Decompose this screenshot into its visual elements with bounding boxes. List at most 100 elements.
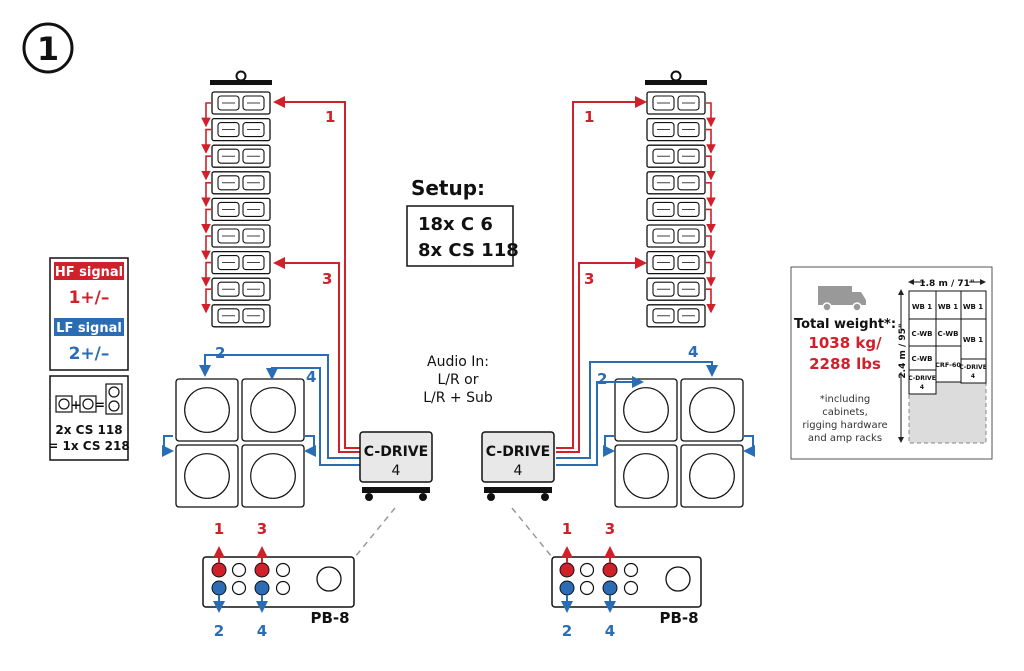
- leader-right: [511, 507, 553, 558]
- cable-sub-link-right-a: [603, 435, 615, 457]
- cable-sub-link-left-b: [304, 435, 316, 457]
- lf-label: LF signal: [56, 321, 122, 336]
- note-line-2: cabinets,: [822, 407, 868, 418]
- cable-hf-3-left: [273, 257, 360, 453]
- audio-in-line-1: Audio In:: [427, 354, 489, 370]
- note-line-3: rigging hardware: [802, 420, 887, 431]
- load-cdrive-b: [960, 358, 987, 384]
- cs-line-1: 2x CS 118: [55, 423, 122, 437]
- total-weight-label: Total weight*:: [794, 317, 896, 332]
- array-link-cable: [706, 182, 716, 207]
- subwoofer-cabinet: [241, 378, 305, 442]
- amp-name-right: C-DRIVE: [486, 444, 550, 460]
- setup-line-1: 18x C 6: [418, 214, 493, 235]
- rigging-shackle: [670, 70, 682, 82]
- line-array-cabinet: [646, 144, 716, 181]
- array-link-cable: [706, 235, 716, 261]
- load-cwb-c: [908, 345, 937, 371]
- array-link-cable: [706, 288, 716, 314]
- line-array-cabinet: [646, 277, 716, 314]
- load-cdrive-a-num: 4: [920, 384, 924, 391]
- lf-value: 2+/–: [69, 344, 110, 364]
- pb8-panel-right: 1 3 2 4 PB-8: [551, 520, 702, 640]
- load-cdrive-b-label: C-DRIVE: [959, 364, 987, 371]
- amp-name-left: C-DRIVE: [364, 444, 428, 460]
- cable-sub-link-right-b: [743, 435, 755, 457]
- panel-label-4-right: 4: [605, 622, 615, 640]
- transport-panel: Total weight*: 1038 kg/ 2288 lbs *includ…: [790, 266, 993, 460]
- array-link-cable: [706, 208, 716, 234]
- audio-in-label: Audio In: L/R or L/R + Sub: [423, 354, 493, 406]
- load-wb1-d-label: WB 1: [963, 336, 983, 344]
- line-array-cabinet: [201, 144, 271, 181]
- panel-label-1-right: 1: [562, 520, 572, 538]
- load-wb1-a: [908, 290, 937, 320]
- line-array-cabinet: [201, 197, 271, 234]
- leader-left: [354, 507, 396, 558]
- step-badge: 1: [22, 22, 74, 74]
- load-cwb-c-label: C-WB: [912, 355, 933, 363]
- load-wb1-c-label: WB 1: [963, 303, 983, 311]
- cables-left: [162, 96, 360, 466]
- pb8-panel-left: 1 3 2 4 PB-8: [202, 520, 355, 640]
- line-array-cabinet: [646, 224, 716, 261]
- line-array-cabinet: [646, 117, 716, 154]
- weight-kg: 1038 kg/: [808, 334, 882, 352]
- line-array-cabinet: [201, 171, 271, 207]
- line-array-cabinet: [646, 171, 716, 207]
- step-number: 1: [37, 30, 59, 68]
- panel-label-1-left: 1: [214, 520, 224, 538]
- cable-hf-1-right: [556, 96, 647, 449]
- label-3-right: 3: [584, 270, 594, 288]
- line-array-cabinet: [201, 224, 271, 261]
- hf-label: HF signal: [55, 265, 123, 280]
- load-crf-label: CRF-60: [935, 361, 961, 369]
- height-label: 2.4 m / 95": [898, 323, 908, 378]
- setup-box: [406, 205, 514, 267]
- signal-legend: HF signal 1+/– LF signal 2+/– + = 2x CS …: [48, 257, 130, 461]
- line-array-cabinet: [211, 304, 271, 328]
- label-3-left: 3: [322, 270, 332, 288]
- array-link-cable: [201, 155, 211, 181]
- array-link-cable: [201, 102, 211, 128]
- label-1-right: 1: [584, 108, 594, 126]
- label-2-left: 2: [215, 344, 225, 362]
- panel-label-2-left: 2: [214, 622, 224, 640]
- cs118-equation-icon: + =: [55, 383, 123, 415]
- line-array-cabinet: [201, 277, 271, 314]
- hf-value: 1+/–: [69, 288, 110, 308]
- rigging-frame: [645, 80, 707, 85]
- line-array-cabinet: [201, 250, 271, 287]
- cable-lf-2-left: [199, 354, 360, 459]
- line-array-cabinet: [201, 91, 271, 128]
- setup-line-2: 8x CS 118: [418, 240, 519, 261]
- line-array-left: [201, 70, 272, 328]
- cable-sub-link-left-a: [162, 435, 174, 457]
- amp-rack-right: C-DRIVE 4: [481, 431, 555, 501]
- subwoofer-cabinet: [614, 444, 678, 508]
- array-link-cable: [201, 261, 211, 287]
- van-icon: [818, 286, 866, 312]
- load-cdrive-a-label: C-DRIVE: [908, 375, 936, 382]
- panel-label-4-left: 4: [257, 622, 267, 640]
- width-label: 1.8 m / 71": [919, 279, 974, 289]
- load-cwb-a-label: C-WB: [912, 330, 933, 338]
- line-array-cabinet: [646, 197, 716, 234]
- panel-name-left: PB-8: [310, 609, 349, 627]
- cable-lf-2-right: [556, 376, 644, 466]
- subwoofer-cabinet: [614, 378, 678, 442]
- line-array-cabinet: [646, 304, 706, 328]
- panel-name-right: PB-8: [659, 609, 698, 627]
- setup-block: Setup: 18x C 6 8x CS 118: [406, 176, 519, 267]
- array-link-cable: [201, 208, 211, 234]
- lf-label-bg: [54, 318, 124, 336]
- load-wb1-c: [960, 290, 987, 320]
- cable-hf-1-left: [273, 96, 360, 449]
- svg-text:=: =: [95, 398, 105, 412]
- cs-line-2: = 1x CS 218: [48, 439, 129, 453]
- hf-label-bg: [54, 262, 124, 280]
- label-4-left: 4: [306, 368, 316, 386]
- amp-number-left: 4: [392, 463, 401, 479]
- panel-label-3-left: 3: [257, 520, 267, 538]
- cable-lf-4-left: [266, 367, 360, 466]
